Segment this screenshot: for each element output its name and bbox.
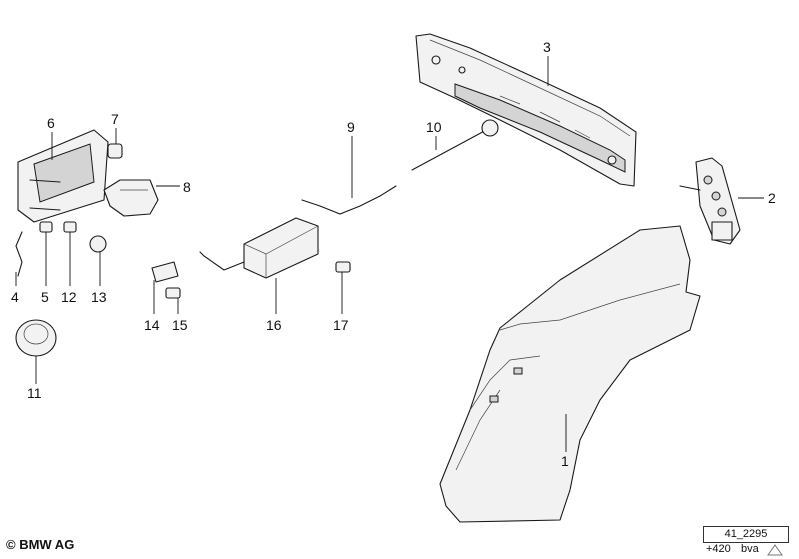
diagram-code: +420	[706, 543, 731, 555]
connector-part[interactable]	[151, 261, 179, 283]
grommet-part[interactable]	[89, 235, 107, 253]
part-label-11: 11	[27, 385, 42, 401]
bracket-part[interactable]	[679, 157, 741, 245]
bolt-part[interactable]	[63, 221, 77, 233]
part-label-6: 6	[47, 115, 55, 131]
plug-part[interactable]	[165, 287, 181, 299]
copyright-text: © BMW AG	[6, 537, 75, 552]
diagram-reference: 41_2295	[703, 526, 789, 543]
part-label-9: 9	[347, 119, 355, 135]
part-label-13: 13	[91, 289, 107, 305]
part-label-15: 15	[172, 317, 188, 333]
cable-part[interactable]	[411, 119, 499, 171]
pin-part[interactable]	[39, 221, 53, 233]
part-label-2: 2	[768, 190, 776, 206]
part-label-10: 10	[426, 119, 442, 135]
side-panel-part[interactable]	[439, 225, 701, 523]
actuator-part[interactable]	[199, 217, 319, 279]
screw-part[interactable]	[335, 261, 351, 273]
part-label-3: 3	[543, 39, 551, 55]
part-label-16: 16	[266, 317, 282, 333]
holder-part[interactable]	[103, 179, 159, 217]
part-label-14: 14	[144, 317, 160, 333]
leader-lines	[15, 56, 764, 452]
part-label-4: 4	[11, 289, 19, 305]
part-label-12: 12	[61, 289, 77, 305]
part-label-7: 7	[111, 111, 119, 127]
part-label-17: 17	[333, 317, 349, 333]
warning-triangle-icon	[767, 544, 783, 556]
part-label-1: 1	[561, 453, 569, 469]
filler-housing-part[interactable]	[17, 129, 109, 223]
rear-panel-part[interactable]	[415, 33, 637, 187]
rod-part[interactable]	[301, 185, 397, 215]
part-label-5: 5	[41, 289, 49, 305]
cap-part[interactable]	[107, 143, 123, 159]
spring-wire-part[interactable]	[15, 231, 23, 277]
seal-part[interactable]	[15, 319, 57, 357]
part-label-8: 8	[183, 179, 191, 195]
diagram-author: bva	[741, 543, 759, 555]
